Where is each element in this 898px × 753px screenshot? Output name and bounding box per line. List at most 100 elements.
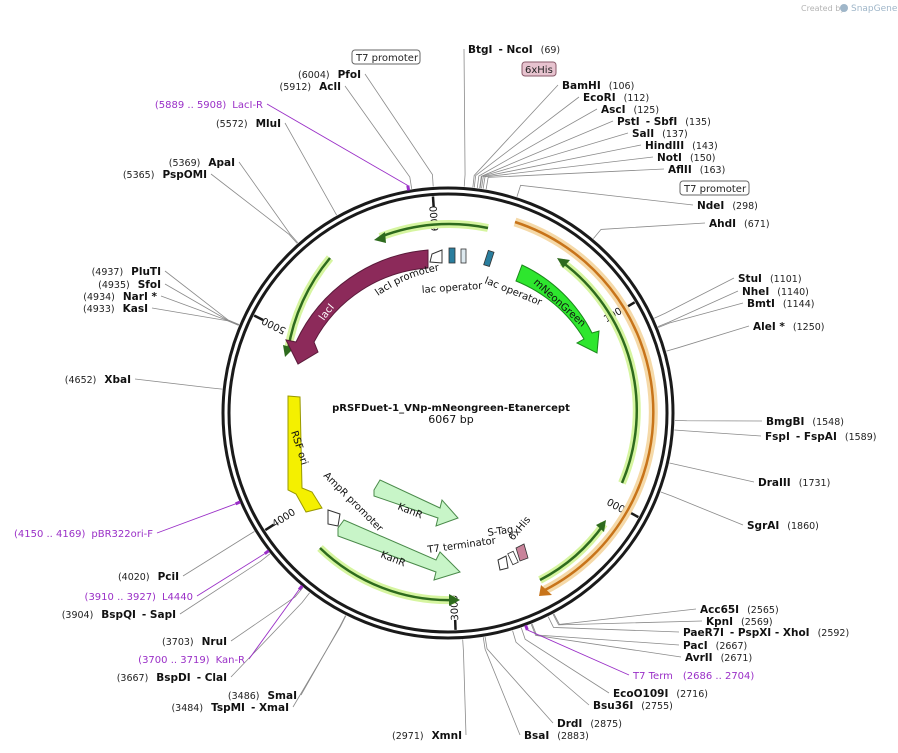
site-label: PaeR7I- PspXI - XhoI(2592) [683, 627, 849, 639]
site-label: (5572)MluI [216, 118, 281, 130]
primer-mark [235, 500, 241, 506]
tick-label: 4000 [270, 507, 297, 530]
leader-line [530, 624, 682, 658]
primer-marks [235, 185, 529, 631]
site-label: (4935)SfoI [98, 279, 161, 291]
leader-line [238, 161, 299, 244]
six-his-inner-feature [515, 543, 529, 562]
site-label: PstI- SbfI(135) [617, 116, 711, 128]
site-label: EcoRI(112) [583, 92, 649, 104]
site-label: DraIII(1731) [758, 477, 830, 489]
lac-operator-1-feature [448, 247, 456, 264]
lac-operator-1-label: lac operator [421, 281, 483, 296]
site-label: DrdI(2875) [557, 718, 622, 730]
snapgene-logo-icon [840, 4, 848, 12]
site-label: NdeI(298) [697, 200, 758, 212]
leader-line [674, 429, 762, 437]
leader-line [230, 592, 310, 678]
orf-lower-right-arrowhead [596, 520, 606, 532]
leader-line [230, 587, 304, 642]
site-label: Acc65I(2565) [700, 604, 779, 616]
leader-line [516, 184, 694, 206]
site-label: StuI(1101) [738, 273, 802, 285]
site-label: AflII(163) [668, 164, 725, 176]
leader-line [463, 48, 466, 187]
leader-line [472, 84, 559, 188]
site-label: BamHI(106) [562, 80, 634, 92]
leader-line [547, 616, 680, 633]
leader-line [479, 132, 629, 189]
six-his-top-label: 6xHis [525, 65, 553, 76]
site-label: BtgI- NcoI(69) [468, 44, 560, 56]
primer-leader [196, 553, 266, 597]
orf-right-glow [559, 258, 641, 485]
tick-label: 3000 [449, 595, 461, 621]
leader-line [476, 108, 598, 188]
leader-line [210, 173, 298, 244]
site-label: (4937)PluTI [92, 266, 161, 278]
site-label: (3703)NruI [162, 636, 227, 648]
backbone-outer-ring [221, 186, 675, 640]
mNeonGreen-feature [515, 264, 600, 354]
site-label: (3667)BspDI- ClaI [117, 672, 227, 684]
rsf-ori-feature [287, 395, 323, 513]
site-label: Bsu36I(2755) [593, 700, 673, 712]
primer-mark [524, 624, 529, 631]
site-label: EcoO109I(2716) [613, 688, 708, 700]
site-label: NheI(1140) [742, 286, 809, 298]
backbone-inner-ring [227, 192, 669, 634]
site-label: (3484)TspMI- XmaI [171, 702, 289, 714]
site-label: (5912)AclI [280, 81, 341, 93]
leader-line [658, 302, 744, 328]
t7-terminator-label: T7 terminator [426, 535, 498, 556]
kanr-2-feature [337, 519, 461, 581]
s-tag-label: S-Tag [487, 524, 514, 539]
leader-line [151, 307, 239, 326]
site-label: (4020)PciI [118, 571, 179, 583]
orf-bottom [319, 547, 456, 602]
site-label: BmtI(1144) [747, 298, 814, 310]
orange-arc-arrowhead [539, 585, 552, 596]
site-label: BmgBI(1548) [766, 416, 844, 428]
site-label: (4934)NarI * [83, 291, 157, 303]
site-label: FspI- FspAI(1589) [765, 431, 876, 443]
kanr-1-feature [373, 479, 459, 527]
leader-line [660, 491, 744, 526]
primer-leader [266, 103, 409, 186]
site-label: (4652)XbaI [65, 374, 131, 386]
leader-line [134, 378, 223, 390]
t7-promoter-right-label: T7 promoter [683, 184, 747, 195]
site-label: AhdI(671) [709, 218, 770, 230]
leader-line [344, 85, 413, 189]
orf-bottom-arrowhead [449, 594, 460, 606]
leader-line [482, 637, 521, 736]
leader-line [553, 608, 697, 625]
site-labels: BtgI- NcoI(69)BamHI(106)EcoRI(112)AscI(1… [62, 44, 877, 742]
site-label: (6004)PfoI [298, 69, 361, 81]
primer-label: T7 Term(2686 .. 2704) [632, 671, 754, 682]
primer-label: (3910 .. 3927)L4440 [85, 592, 193, 603]
leader-line [657, 290, 739, 328]
orange-arc [514, 220, 655, 592]
lacI-promoter-feature [429, 249, 443, 264]
site-label: PacI(2667) [683, 640, 747, 652]
site-label: (5365)PspOMI [123, 169, 207, 181]
site-label: (2971)XmnI [392, 730, 462, 742]
lacI-feature [285, 249, 429, 365]
t7-terminator-feature [497, 555, 509, 571]
plasmid-name: pRSFDuet-1_VNp-mNeongreen-Etanercept [332, 403, 570, 414]
leader-line [284, 122, 338, 216]
site-label: BsaI(2883) [524, 730, 589, 742]
leader-line [674, 419, 763, 422]
primer-mark [263, 549, 270, 555]
leader-line [182, 531, 255, 577]
leader-line [364, 73, 434, 187]
primer-label: (4150 .. 4169)pBR322ori-F [14, 529, 153, 540]
leader-line [512, 630, 590, 706]
leader-line [485, 168, 665, 190]
tick-label: 5000 [260, 314, 288, 335]
leader-line [531, 623, 680, 646]
orf-lower-right [539, 523, 606, 582]
site-label: AvrII(2671) [685, 652, 752, 664]
lac-operator-mark [460, 248, 467, 264]
